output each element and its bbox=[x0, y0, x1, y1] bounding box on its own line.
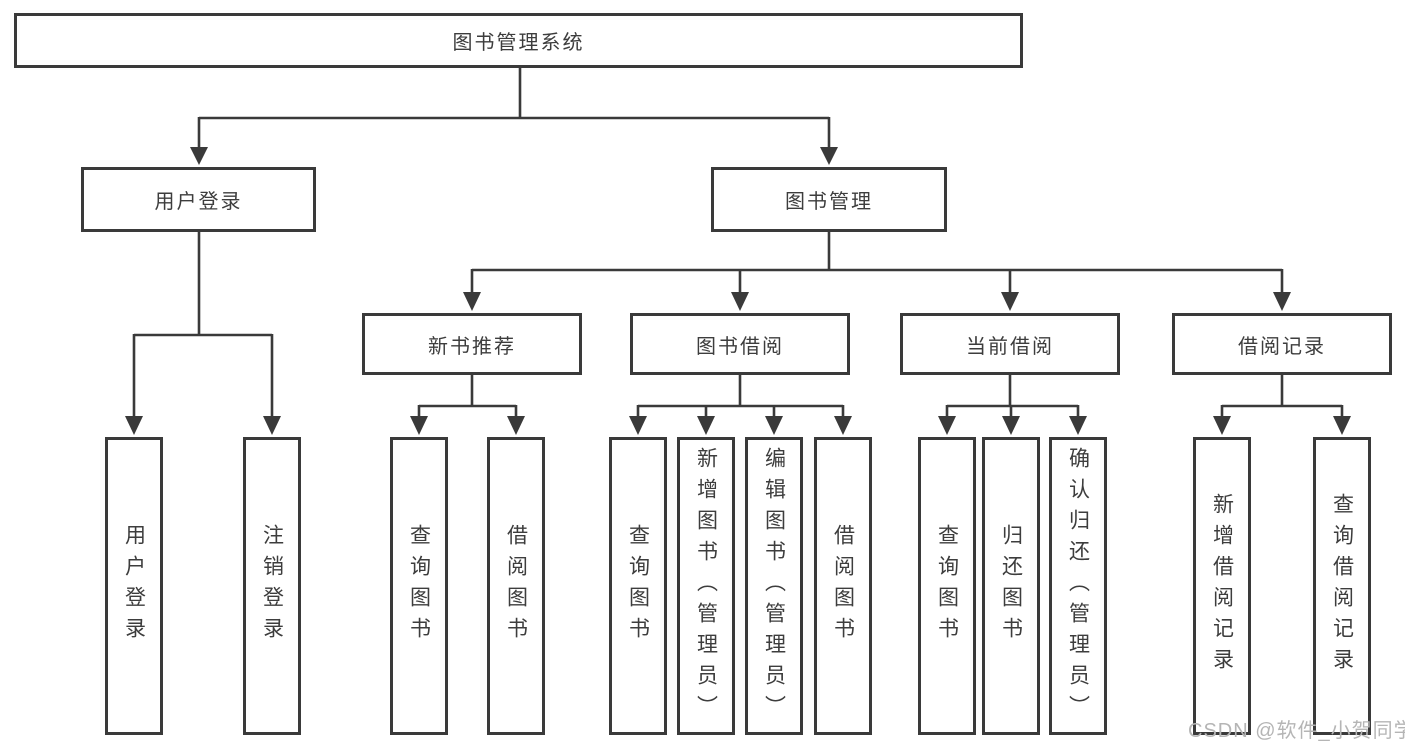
leaf-add-borrow-record: 新增借阅记录 bbox=[1193, 437, 1251, 735]
leaf-edit-books-admin-label: 编辑图书（管理员） bbox=[762, 446, 786, 726]
node-book-borrowing-label: 图书借阅 bbox=[696, 335, 784, 358]
leaf-user-login: 用户登录 bbox=[105, 437, 163, 735]
leaf-borrow-books-borrowing-label: 借阅图书 bbox=[831, 524, 855, 648]
leaf-query-books-current-label: 查询图书 bbox=[935, 524, 959, 648]
leaf-logout-login: 注销登录 bbox=[243, 437, 301, 735]
leaf-confirm-return-admin-label: 确认归还（管理员） bbox=[1066, 446, 1090, 726]
leaf-add-books-admin-label: 新增图书（管理员） bbox=[694, 446, 718, 726]
node-book-management: 图书管理 bbox=[711, 167, 947, 232]
node-root: 图书管理系统 bbox=[14, 13, 1023, 68]
leaf-query-books-recommend: 查询图书 bbox=[390, 437, 448, 735]
leaf-borrow-books-recommend-label: 借阅图书 bbox=[504, 524, 528, 648]
leaf-query-books-borrowing: 查询图书 bbox=[609, 437, 667, 735]
connector-user-login-children bbox=[125, 231, 281, 435]
node-user-login-label: 用户登录 bbox=[154, 191, 243, 213]
leaf-confirm-return-admin: 确认归还（管理员） bbox=[1049, 437, 1107, 735]
node-new-book-recommend: 新书推荐 bbox=[362, 313, 582, 375]
leaf-query-books-borrowing-label: 查询图书 bbox=[626, 524, 650, 648]
node-book-borrowing: 图书借阅 bbox=[630, 313, 850, 375]
leaf-borrow-books-recommend: 借阅图书 bbox=[487, 437, 545, 735]
node-borrowing-records: 借阅记录 bbox=[1172, 313, 1392, 375]
node-user-login: 用户登录 bbox=[81, 167, 316, 232]
connector-book-management-to-level3 bbox=[463, 231, 1291, 311]
leaf-add-borrow-record-label: 新增借阅记录 bbox=[1210, 493, 1234, 679]
connector-root-to-level2 bbox=[190, 66, 838, 165]
leaf-add-books-admin: 新增图书（管理员） bbox=[677, 437, 735, 735]
leaf-query-books-current: 查询图书 bbox=[918, 437, 976, 735]
leaf-return-books: 归还图书 bbox=[982, 437, 1040, 735]
connector-current-borrowing-children bbox=[938, 374, 1087, 435]
connector-book-borrowing-children bbox=[629, 374, 852, 435]
leaf-user-login-label: 用户登录 bbox=[122, 524, 146, 648]
leaf-query-borrow-record-label: 查询借阅记录 bbox=[1330, 493, 1354, 679]
leaf-return-books-label: 归还图书 bbox=[999, 524, 1023, 648]
leaf-logout-login-label: 注销登录 bbox=[260, 524, 284, 648]
node-root-label: 图书管理系统 bbox=[452, 32, 585, 54]
node-current-borrowing: 当前借阅 bbox=[900, 313, 1120, 375]
leaf-edit-books-admin: 编辑图书（管理员） bbox=[745, 437, 803, 735]
node-book-management-label: 图书管理 bbox=[785, 191, 873, 213]
leaf-query-books-recommend-label: 查询图书 bbox=[407, 524, 431, 648]
leaf-borrow-books-borrowing: 借阅图书 bbox=[814, 437, 872, 735]
watermark: CSDN @软件_小贺同学 bbox=[1188, 720, 1405, 742]
connector-new-book-recommend-children bbox=[410, 374, 525, 435]
connector-borrowing-records-children bbox=[1213, 374, 1351, 435]
node-current-borrowing-label: 当前借阅 bbox=[966, 335, 1054, 358]
node-new-book-recommend-label: 新书推荐 bbox=[428, 335, 516, 358]
leaf-query-borrow-record: 查询借阅记录 bbox=[1313, 437, 1371, 735]
node-borrowing-records-label: 借阅记录 bbox=[1238, 335, 1326, 358]
